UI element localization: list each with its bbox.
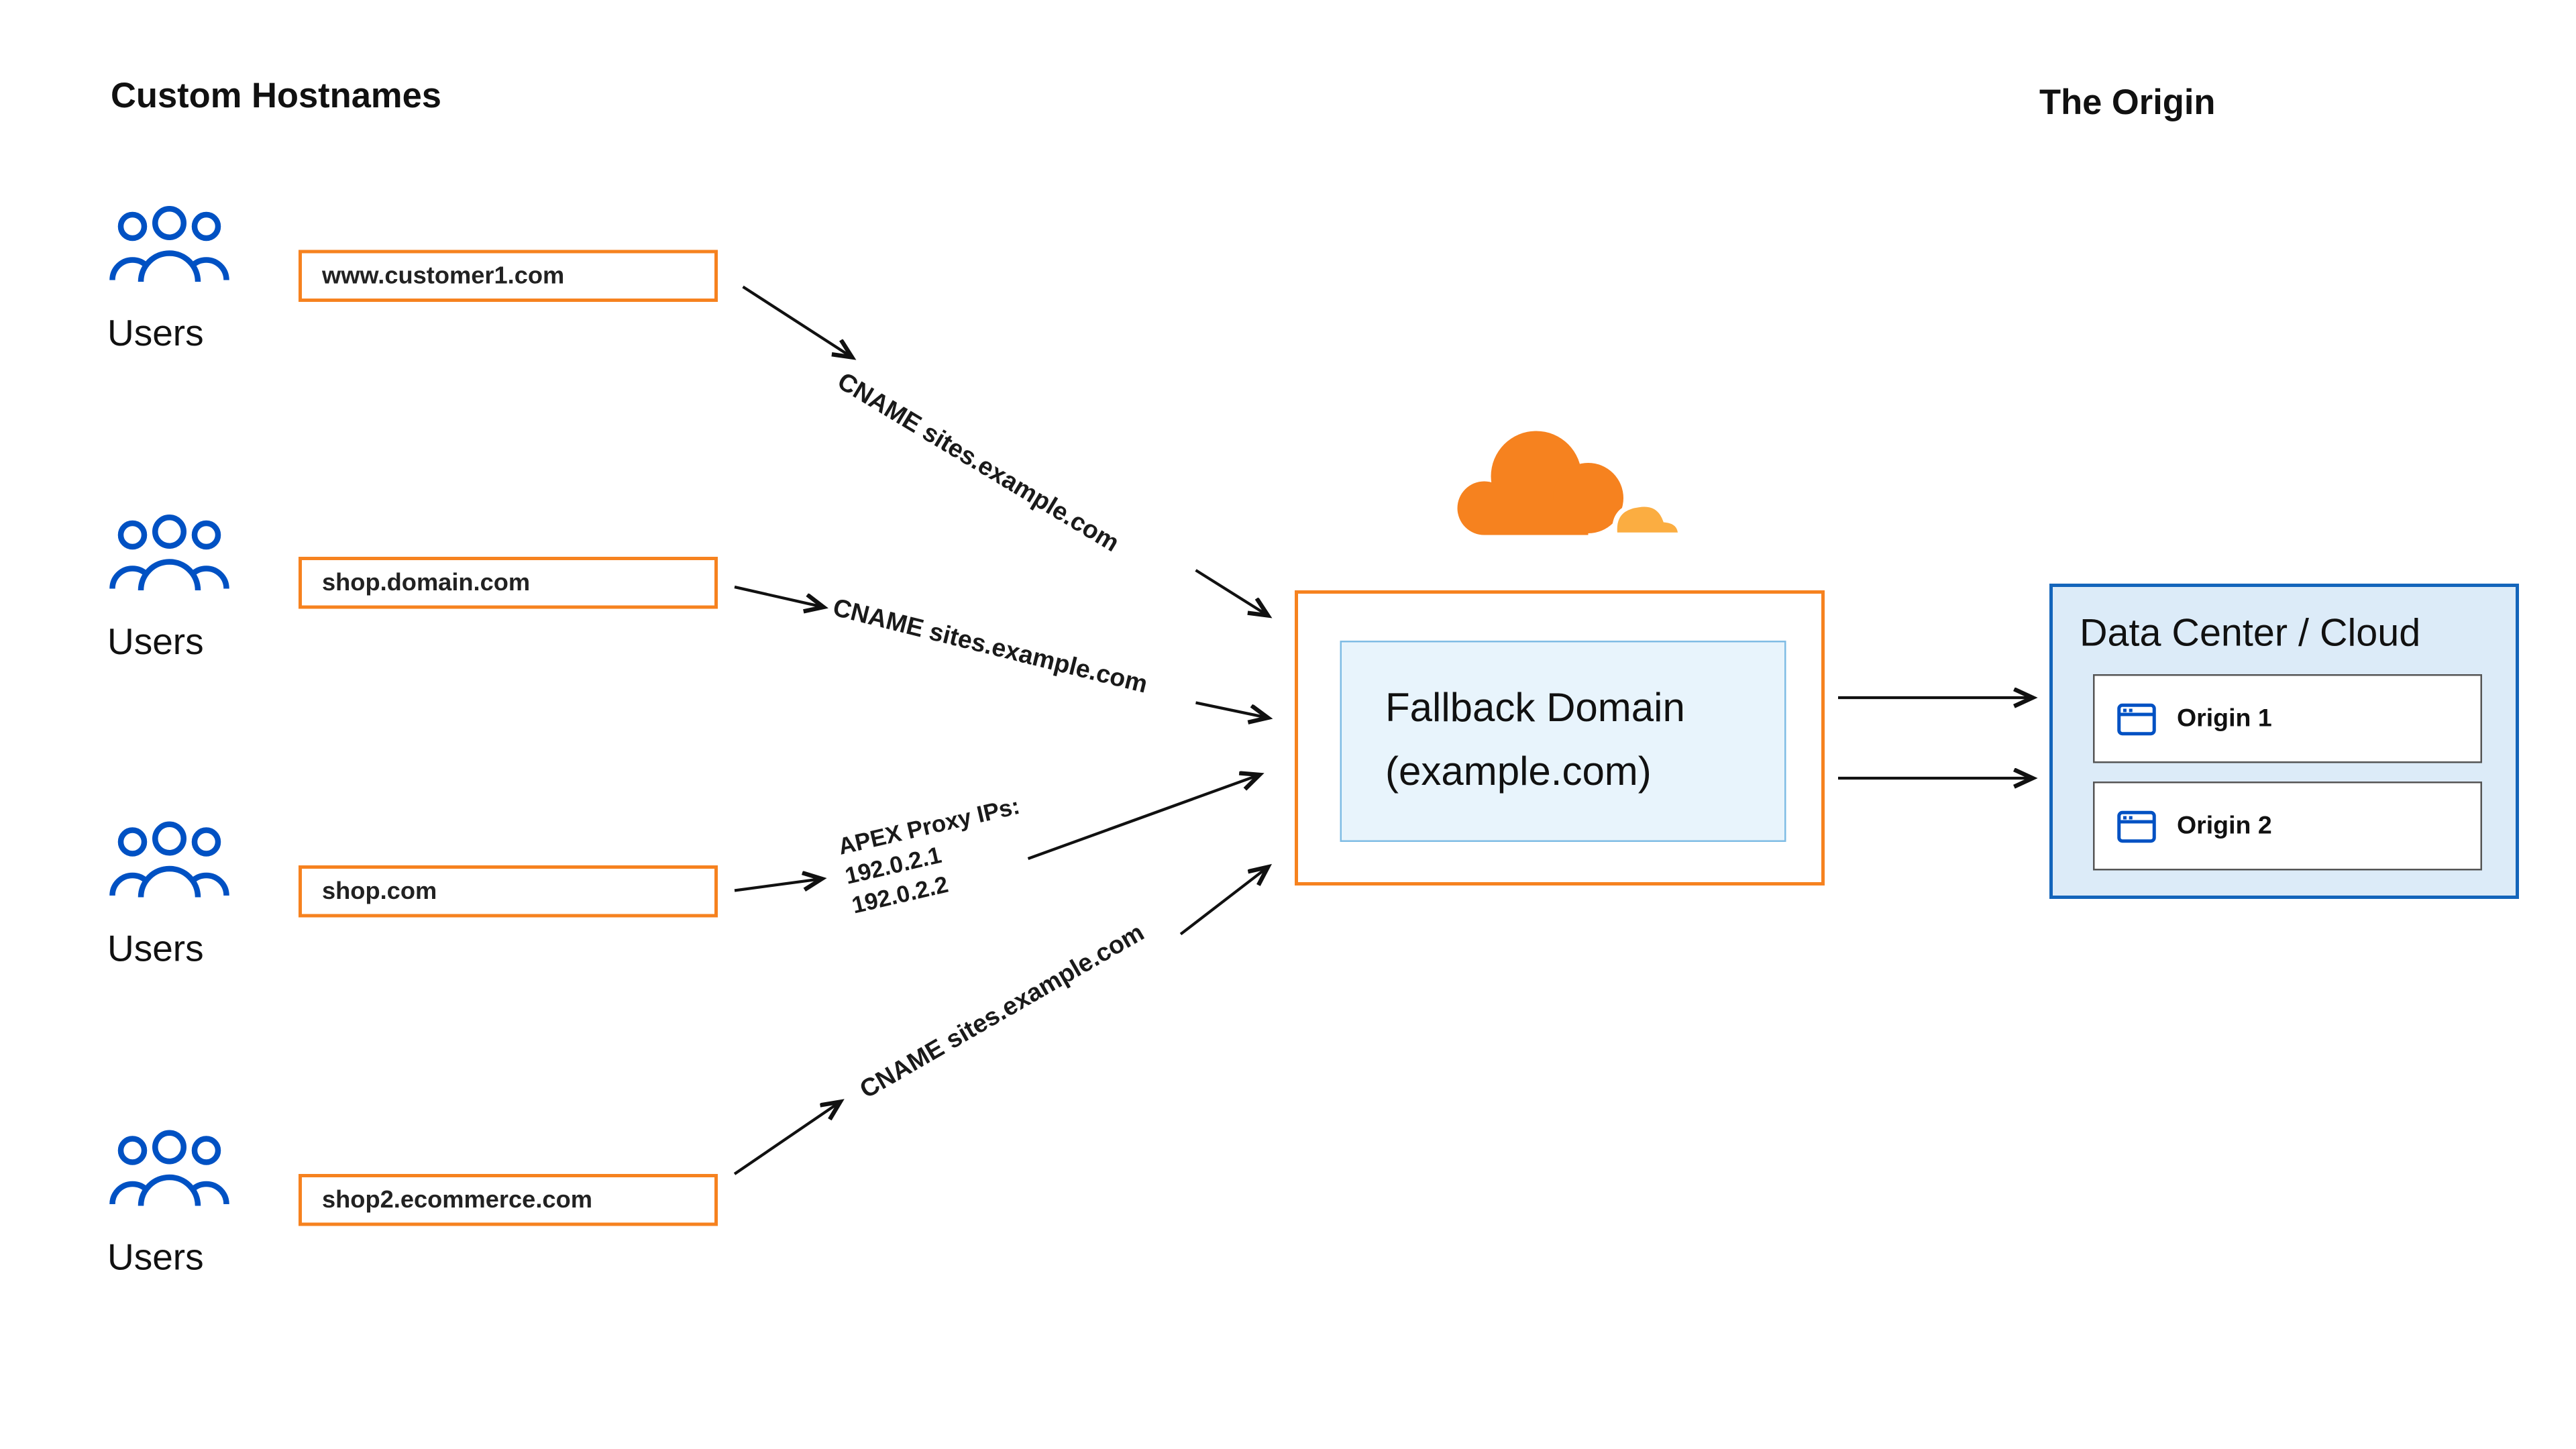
browser-window-icon — [2117, 702, 2156, 735]
origin-1-box: Origin 1 — [2093, 674, 2482, 763]
origin-1-label: Origin 1 — [2177, 704, 2272, 733]
edge-label-cname-4: CNAME sites.example.com — [855, 918, 1150, 1105]
origin-2-label: Origin 2 — [2177, 812, 2272, 841]
user-group-2 — [107, 513, 241, 602]
fallback-domain-line2: (example.com) — [1385, 749, 1652, 796]
hostname-box-shop: shop.com — [299, 865, 718, 918]
arrow-edge1-b — [1195, 569, 1269, 616]
fallback-domain-box: Fallback Domain (example.com) — [1340, 641, 1786, 842]
arrow-edge2-a — [734, 585, 824, 607]
arrow-edge3-b — [1027, 775, 1260, 860]
users-label-2: Users — [107, 621, 204, 663]
arrow-edge2-b — [1195, 701, 1269, 718]
users-group-icon — [109, 1130, 229, 1206]
cloudflare-cloud-main — [1457, 431, 1623, 535]
users-group-icon — [109, 206, 229, 282]
user-group-1 — [107, 205, 241, 294]
arrow-edge4-a — [733, 1102, 841, 1175]
users-group-icon — [109, 515, 229, 591]
arrow-edge4-b — [1179, 867, 1268, 936]
hostname-box-www-customer1: www.customer1.com — [299, 250, 718, 302]
hostname-box-shop-domain: shop.domain.com — [299, 557, 718, 609]
arrow-edge3-a — [734, 879, 822, 892]
cloudflare-logo — [1429, 416, 1689, 555]
fallback-domain-outer-box: Fallback Domain (example.com) — [1295, 590, 1825, 885]
section-title-custom-hostnames: Custom Hostnames — [111, 77, 442, 116]
browser-window-icon — [2117, 810, 2156, 842]
hostname-box-shop2-ecommerce: shop2.ecommerce.com — [299, 1174, 718, 1226]
fallback-domain-line1: Fallback Domain — [1385, 686, 1685, 732]
user-group-4 — [107, 1129, 241, 1218]
edge-label-apex-proxy-ips: APEX Proxy IPs: 192.0.2.1 192.0.2.2 — [835, 790, 1036, 920]
edge-label-cname-2: CNAME sites.example.com — [830, 594, 1150, 700]
user-group-3 — [107, 820, 241, 910]
users-label-4: Users — [107, 1236, 204, 1279]
users-label-1: Users — [107, 312, 204, 354]
arrow-edge1-a — [742, 285, 853, 358]
section-title-the-origin: The Origin — [2039, 84, 2216, 123]
users-label-3: Users — [107, 927, 204, 970]
data-center-title: Data Center / Cloud — [2080, 610, 2421, 654]
data-center-panel: Data Center / Cloud Origin 1 Origin 2 — [2049, 584, 2519, 899]
origin-2-box: Origin 2 — [2093, 782, 2482, 871]
users-group-icon — [109, 821, 229, 898]
edge-label-cname-1: CNAME sites.example.com — [832, 367, 1124, 558]
cloudflare-cloud-light — [1612, 502, 1683, 538]
